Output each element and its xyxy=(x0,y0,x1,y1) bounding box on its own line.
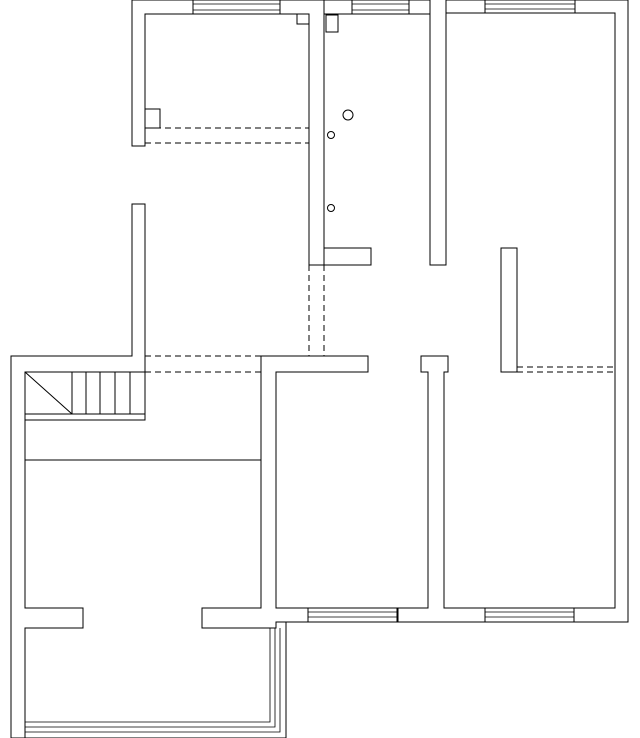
column-marker-top-right xyxy=(296,13,310,25)
column-marker-top-left xyxy=(144,108,161,129)
window-corridor xyxy=(351,0,410,15)
partition-right xyxy=(500,247,518,373)
window-right-lower xyxy=(484,607,575,623)
stair-diagonal xyxy=(24,371,73,415)
balcony-railing xyxy=(25,628,271,723)
wall-left-wing xyxy=(10,203,146,738)
pipe-small-lower xyxy=(327,204,335,212)
column-marker-corridor xyxy=(325,14,339,33)
window-middle-lower xyxy=(307,607,398,623)
window-right-top xyxy=(484,0,576,14)
wall-middle-lower xyxy=(261,355,485,609)
window-upper-left-room xyxy=(192,0,281,15)
pipe-small-upper xyxy=(327,131,335,139)
wall-upper-left-room xyxy=(131,0,325,266)
pipe-large xyxy=(342,109,354,121)
wall-corridor xyxy=(324,0,629,623)
